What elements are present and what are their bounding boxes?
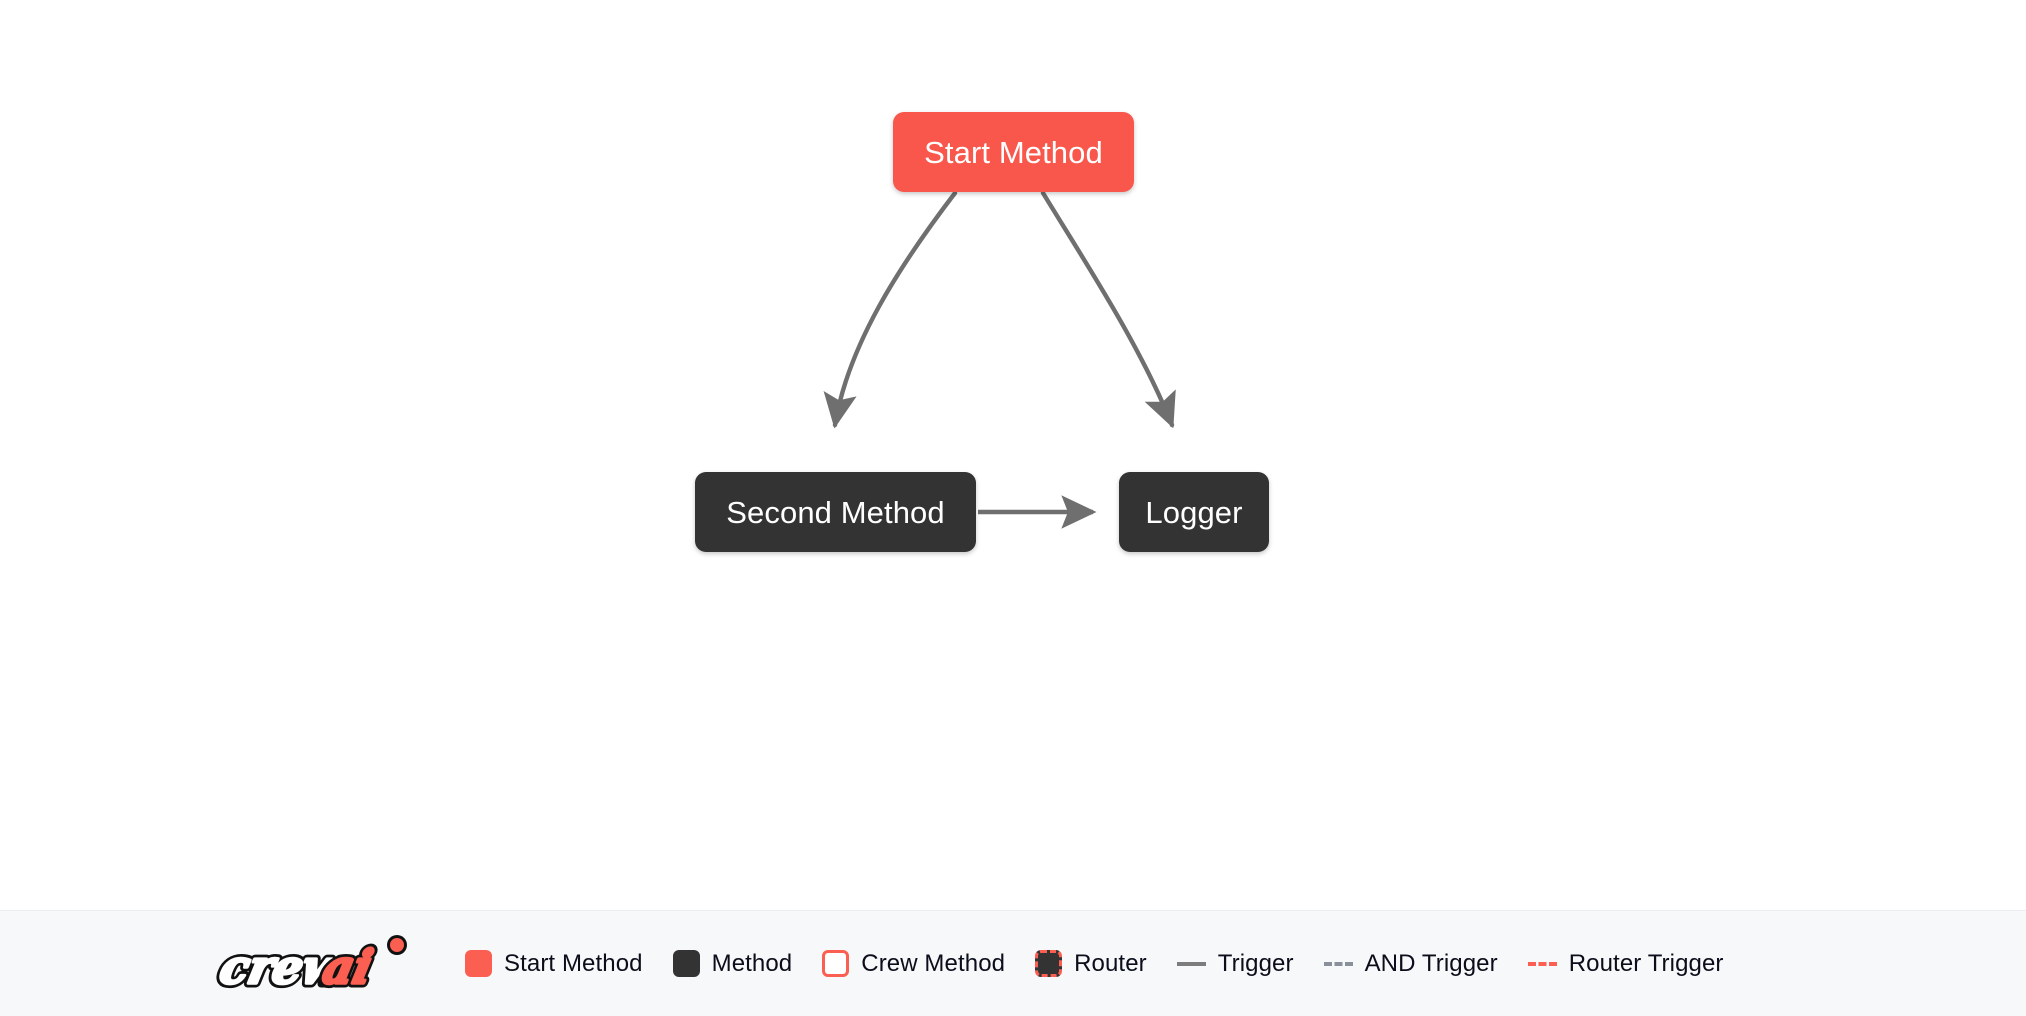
legend-bar: crew crew ai ai Start Method Method Crew… [0, 910, 2026, 1016]
legend-label: Crew Method [861, 949, 1006, 977]
edge-start-to-second [823, 190, 958, 429]
legend-item-router: Router [1035, 950, 1147, 977]
edge-start-to-logger [1040, 190, 1176, 429]
legend-label: Trigger [1217, 949, 1294, 977]
crewai-logo: crew crew ai ai [211, 934, 407, 997]
flow-node-label: Second Method [726, 494, 945, 530]
logo-dot [390, 937, 404, 952]
flow-canvas[interactable]: Start Method Second Method Logger [0, 0, 2026, 910]
legend-item-and-trigger: AND Trigger [1323, 949, 1498, 977]
flow-node-second-method[interactable]: Second Method [695, 472, 976, 552]
legend-item-trigger: Trigger [1176, 949, 1294, 977]
and-trigger-line-icon [1323, 961, 1353, 966]
legend-item-start-method: Start Method [465, 950, 643, 977]
legend-label: Router Trigger [1568, 949, 1724, 977]
legend-label: Method [711, 949, 793, 977]
logo-outline-crew: crew [216, 939, 351, 993]
logo-fill-crew: crew [216, 939, 351, 993]
flow-node-logger[interactable]: Logger [1119, 472, 1269, 552]
crew-method-swatch-icon [822, 950, 850, 977]
legend-label: Start Method [504, 949, 643, 977]
edge-layer [823, 190, 1176, 529]
router-swatch-icon [1035, 950, 1063, 977]
legend-item-crew-method: Crew Method [822, 950, 1005, 977]
flow-node-label: Logger [1145, 494, 1243, 530]
legend-item-method: Method [672, 949, 793, 977]
legend-item-router-trigger: Router Trigger [1527, 949, 1724, 977]
method-swatch-icon [672, 950, 700, 977]
flow-node-label: Start Method [924, 134, 1103, 170]
flow-node-start-method[interactable]: Start Method [893, 112, 1134, 192]
legend-label: AND Trigger [1364, 949, 1498, 977]
router-trigger-line-icon [1527, 961, 1557, 966]
legend-label: Router [1074, 949, 1147, 977]
start-method-swatch-icon [465, 950, 492, 977]
trigger-line-icon [1176, 961, 1206, 966]
